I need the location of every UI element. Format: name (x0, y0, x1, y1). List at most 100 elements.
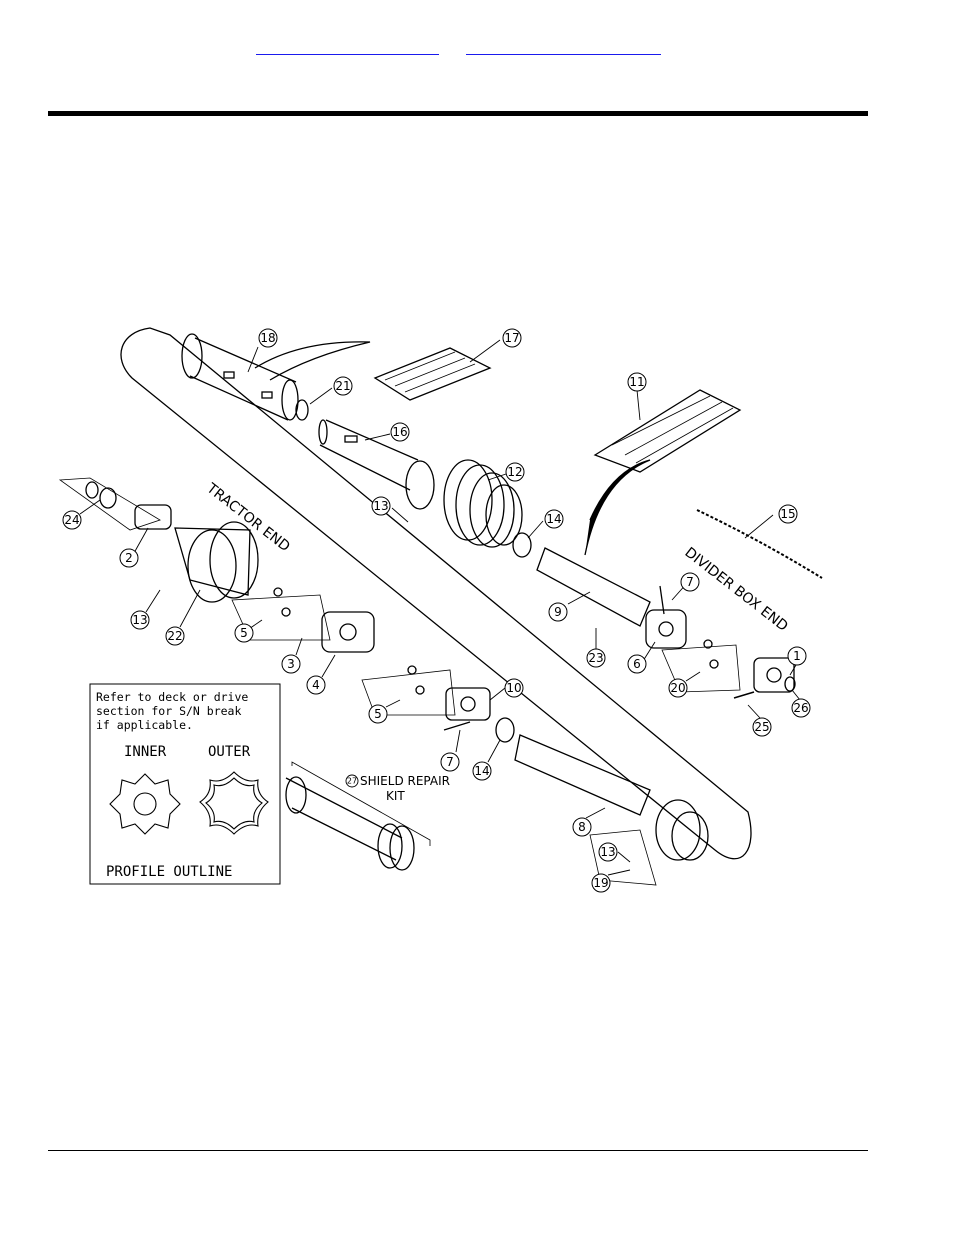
callout-text-11: 11 (629, 375, 644, 389)
part-14-ring-upper (512, 532, 532, 558)
inner-profile-shape (109, 773, 181, 835)
callout-text-15: 15 (780, 507, 795, 521)
shield-repair-kit (285, 777, 403, 861)
part-2-yoke (134, 504, 172, 530)
callout-4 (306, 675, 326, 695)
part-22-boot (174, 527, 251, 596)
callout-10 (504, 678, 524, 698)
callout-23 (586, 648, 606, 668)
header-link-2[interactable] (466, 40, 661, 55)
part-1-yoke (753, 657, 795, 693)
inset-footer-label: PROFILE OUTLINE (106, 864, 232, 880)
part-24-outline (58, 477, 161, 531)
part-12-bellows (443, 459, 493, 541)
assembly-outline (120, 327, 752, 860)
callout-text-7-a: 7 (446, 755, 454, 769)
callout-16 (390, 422, 410, 442)
callout-text-21: 21 (335, 379, 350, 393)
callout-text-22: 22 (167, 629, 182, 643)
inset-inner-label: INNER (124, 744, 167, 760)
header-link-1[interactable] (256, 40, 439, 55)
callout-text-25: 25 (754, 720, 769, 734)
callout-text-1: 1 (793, 649, 801, 663)
callout-text-8: 8 (578, 820, 586, 834)
callout-text-13-b: 13 (132, 613, 147, 627)
callout-5-b (368, 704, 388, 724)
callout-25 (752, 717, 772, 737)
callout-24 (62, 510, 82, 530)
inset-note-2: section for S/N break (96, 704, 241, 718)
callout-text-19: 19 (593, 876, 608, 890)
callout-text-13-c: 13 (600, 845, 615, 859)
callout-7-a (440, 752, 460, 772)
callout-text-9: 9 (554, 605, 562, 619)
callout-12 (505, 462, 525, 482)
callout-text-17: 17 (504, 331, 519, 345)
header-rule (48, 111, 868, 116)
callout-14-a (544, 509, 564, 529)
callout-15 (778, 504, 798, 524)
callout-text-3: 3 (287, 657, 295, 671)
callout-text-12: 12 (507, 465, 522, 479)
callout-text-5-a: 5 (240, 626, 248, 640)
divider-box-end-label: DIVIDER BOX END (682, 545, 791, 635)
part-10-yoke (445, 687, 491, 721)
callout-26 (791, 698, 811, 718)
callout-text-16: 16 (392, 425, 407, 439)
callout-text-13-a: 13 (373, 499, 388, 513)
shield-kit-label-2: KIT (386, 789, 405, 803)
callout-text-24: 24 (64, 513, 79, 527)
part-18-flange (181, 333, 203, 379)
part-17-decal (373, 347, 492, 401)
part-18-tube (189, 337, 297, 421)
part-14-ring-lower (495, 717, 515, 743)
callout-text-10: 10 (506, 681, 521, 695)
callout-3 (281, 654, 301, 674)
part-11-decal (593, 389, 742, 473)
part-15-chain (696, 509, 823, 579)
callout-19 (591, 873, 611, 893)
callout-text-20: 20 (670, 681, 685, 695)
callout-text-26: 26 (793, 701, 808, 715)
part-6-yoke (645, 609, 687, 649)
callout-14-b (472, 761, 492, 781)
shield-kit-number: 27 (347, 777, 357, 786)
callout-7-b (680, 572, 700, 592)
callout-1 (787, 646, 807, 666)
callout-text-7-b: 7 (686, 575, 694, 589)
profile-inset-box (89, 683, 281, 885)
callout-text-5-b: 5 (374, 707, 382, 721)
callout-8 (572, 817, 592, 837)
part-4-yoke (321, 611, 375, 653)
inset-note-3: if applicable. (96, 718, 193, 732)
shield-kit-label-1: SHIELD REPAIR (360, 774, 450, 788)
part-16-tube (319, 419, 419, 491)
part-9-profile-tube (536, 547, 651, 627)
callout-2 (119, 548, 139, 568)
callout-text-23: 23 (588, 651, 603, 665)
inset-outer-label: OUTER (208, 744, 251, 760)
callout-11 (627, 372, 647, 392)
callout-9 (548, 602, 568, 622)
callout-text-4: 4 (312, 678, 320, 692)
callout-22 (165, 626, 185, 646)
callout-13-b (130, 610, 150, 630)
callout-21 (333, 376, 353, 396)
callout-17 (502, 328, 522, 348)
tractor-end-label: TRACTOR END (203, 480, 293, 555)
callout-text-14-a: 14 (546, 512, 561, 526)
callout-13-a (371, 496, 391, 516)
callout-6 (627, 654, 647, 674)
callout-5-a (234, 623, 254, 643)
callout-text-18: 18 (260, 331, 275, 345)
part-8-profile-shaft (514, 734, 651, 816)
callout-20 (668, 678, 688, 698)
callout-text-6: 6 (633, 657, 641, 671)
callout-13-c (598, 842, 618, 862)
callout-text-2: 2 (125, 551, 133, 565)
footer-rule (48, 1150, 868, 1151)
callout-18 (258, 328, 278, 348)
outer-profile-shape (199, 771, 269, 835)
inset-note-1: Refer to deck or drive (96, 690, 248, 704)
